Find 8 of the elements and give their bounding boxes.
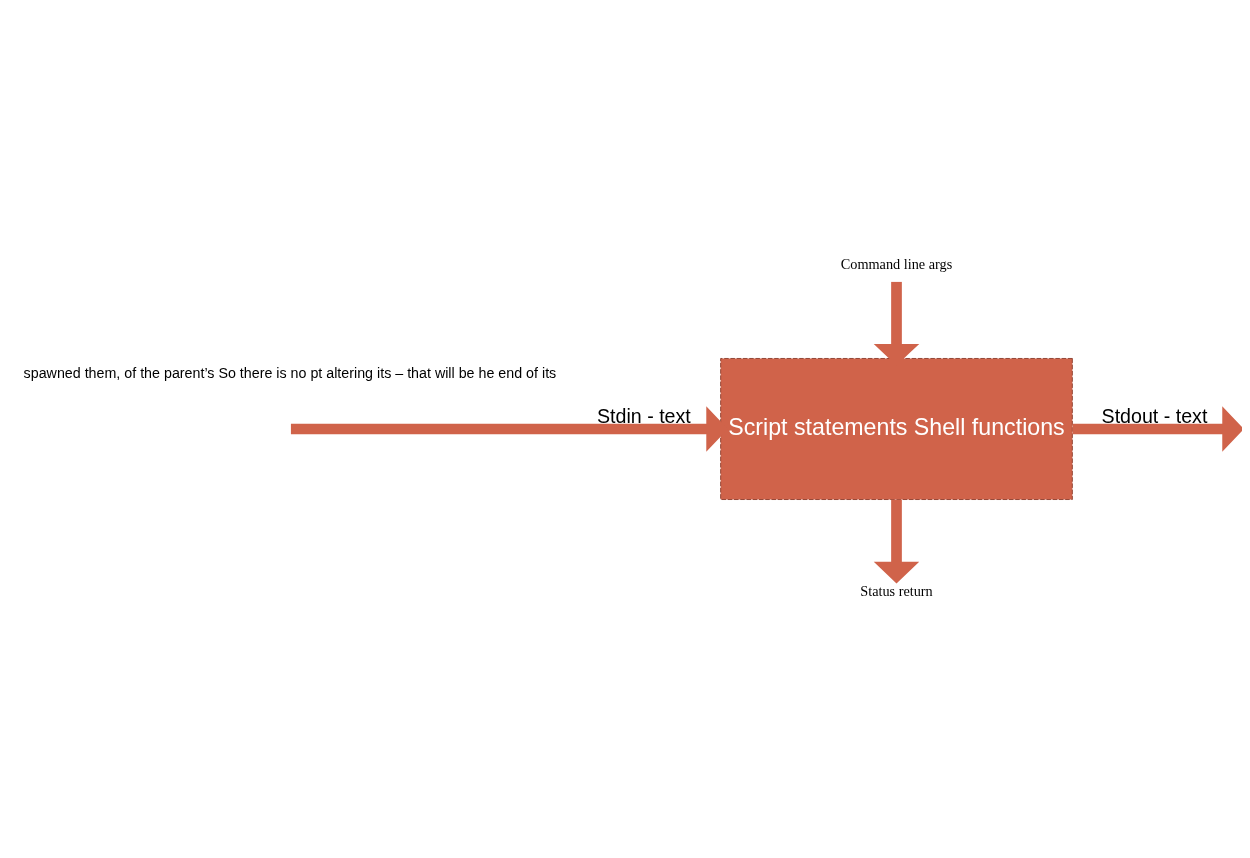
edge-label: Stdout - text [1101, 405, 1208, 428]
label: spawned them, of the parent’s So there is no pt altering its – that will be he end of its [23, 364, 557, 381]
node-box: Script statements Shell functions [720, 358, 1073, 500]
node-text: Status return [860, 582, 933, 599]
edge-label: Stdin - text [596, 405, 691, 428]
arrow [873, 499, 920, 584]
arrow [1072, 406, 1242, 452]
node-text: Command line args [840, 256, 953, 273]
